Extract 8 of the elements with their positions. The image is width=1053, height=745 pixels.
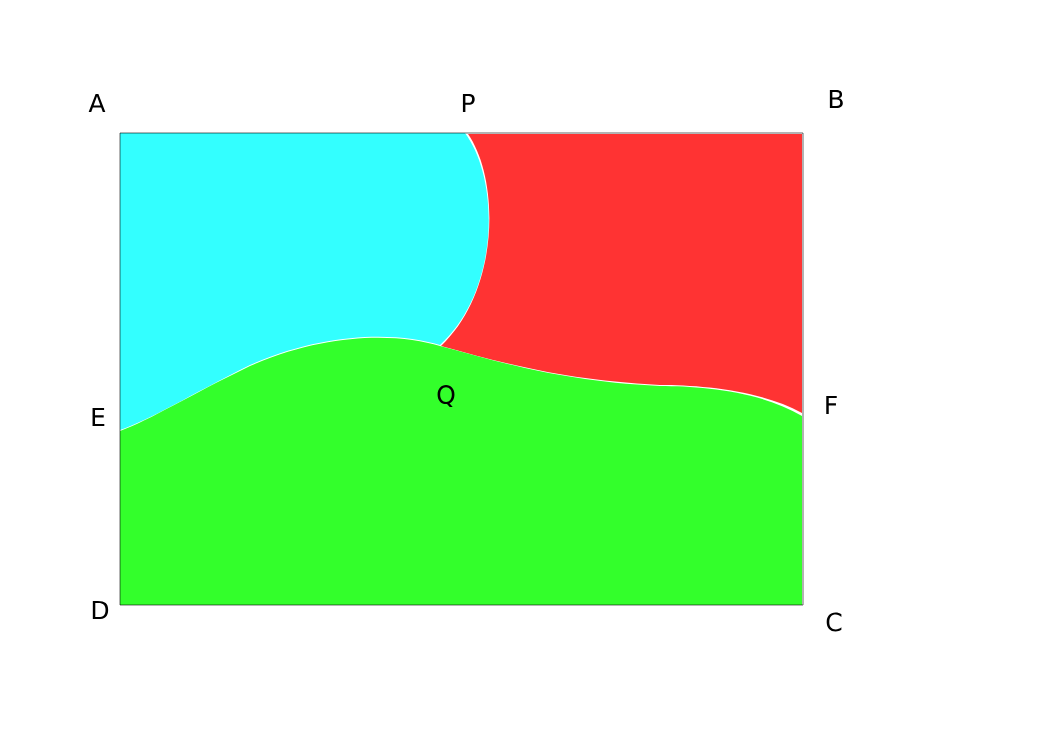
- point-label: A: [88, 93, 106, 113]
- point-label: Q: [437, 385, 455, 407]
- point-label: B: [829, 89, 843, 109]
- point-label: F: [826, 395, 837, 415]
- point-label: P: [462, 93, 475, 113]
- point-label: D: [92, 600, 109, 620]
- point-label: E: [92, 407, 105, 427]
- point-label: C: [826, 612, 842, 632]
